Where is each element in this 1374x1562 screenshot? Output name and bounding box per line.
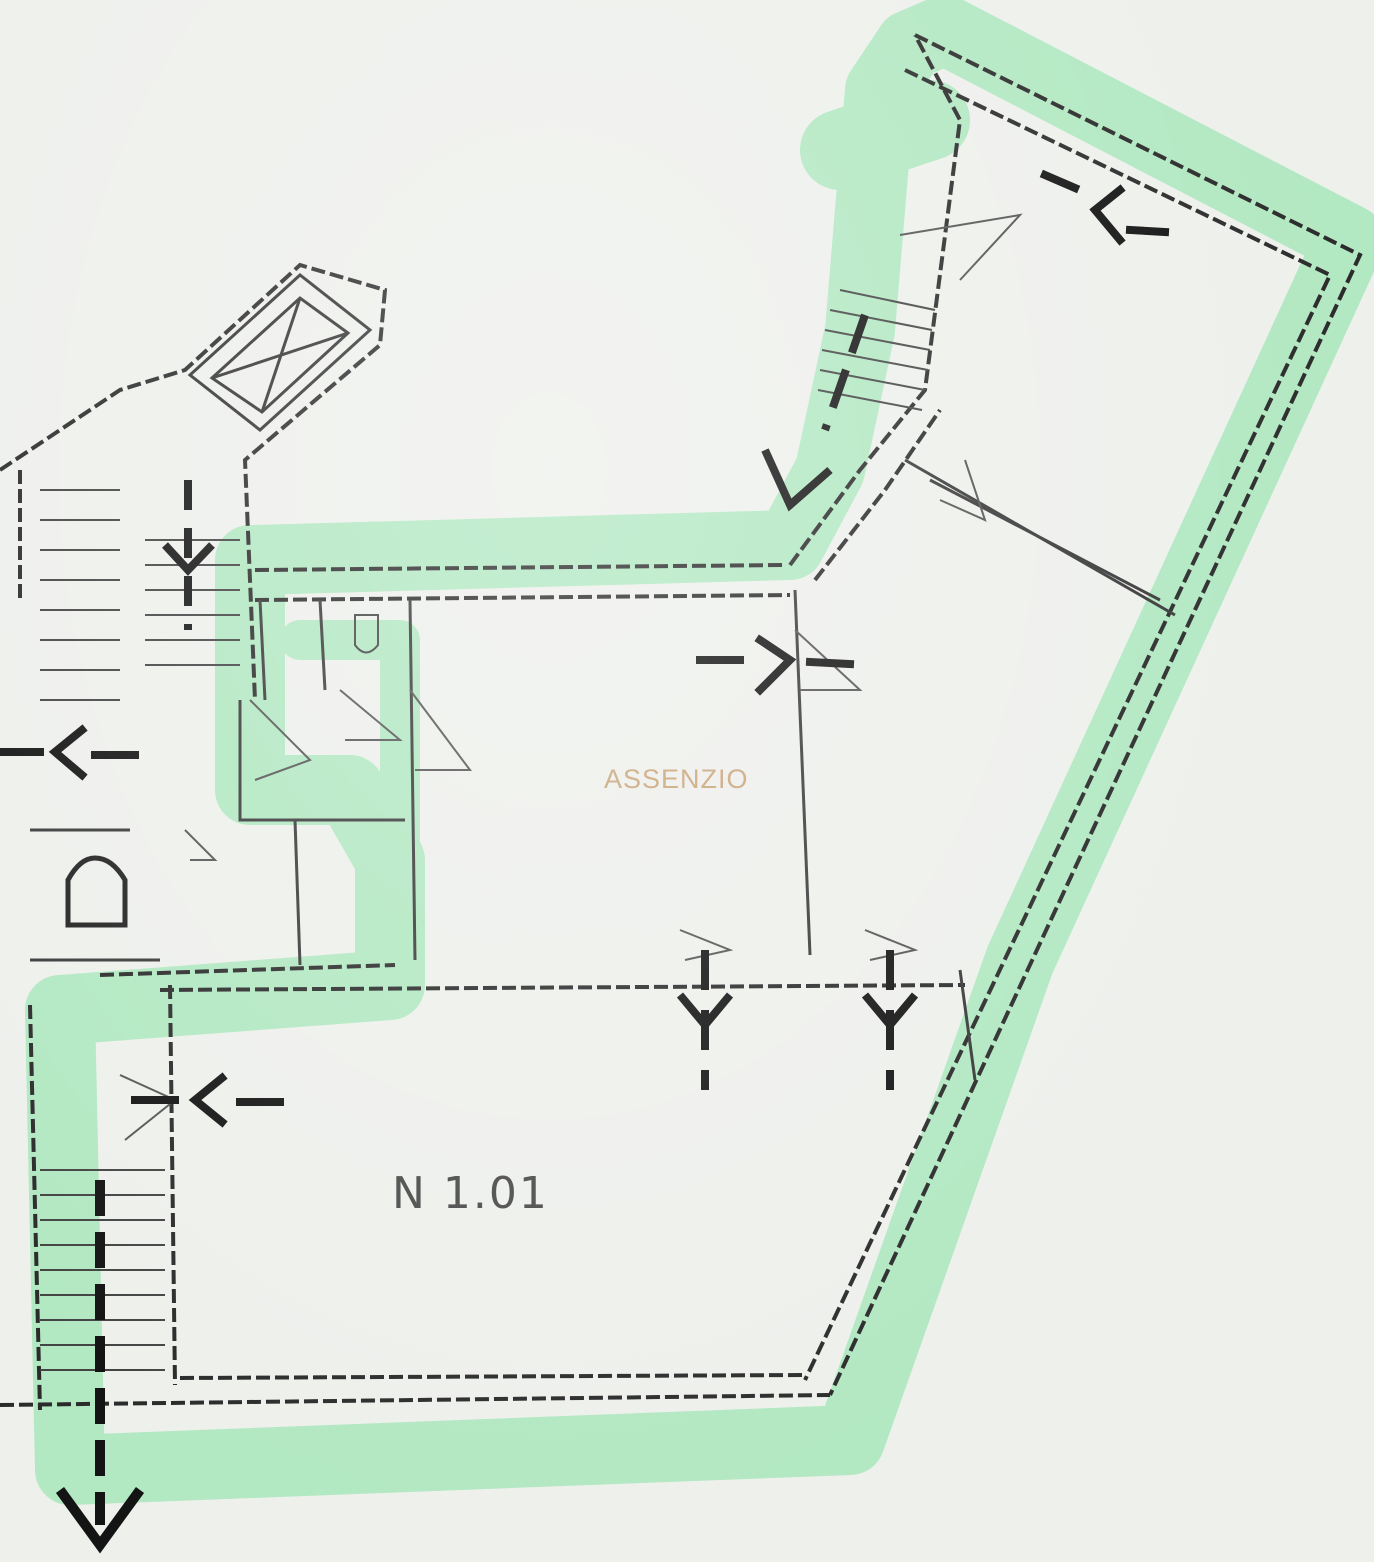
stair-arrow-icon [162,313,919,1090]
exit-arrow-icon [55,1180,145,1554]
partitions [30,458,1176,1081]
skylight-box [187,273,373,432]
toilet-icon [354,614,379,654]
unit-label: N 1.01 [392,1168,549,1219]
shaft-icon [65,855,128,928]
walls [0,33,1363,1411]
watermark-logo: ASSENZIO [604,764,749,794]
stair-treads-left [40,489,240,701]
unit-highlight [25,0,1374,1505]
door-swing-icon [119,213,1023,1141]
entrance-arrow-icon [0,169,1170,1128]
